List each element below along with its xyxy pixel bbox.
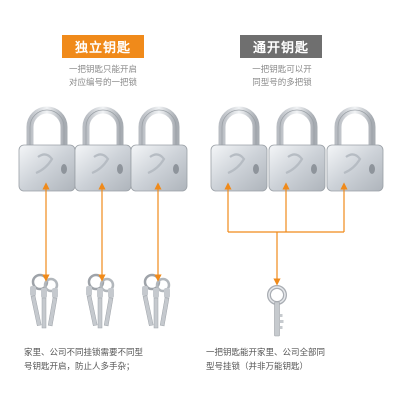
key-bundle-icon (20, 272, 68, 332)
desc-line-1: 一把钥匙只能开启 (68, 65, 137, 75)
padlock-icon (72, 105, 134, 195)
universal-key-badge: 通开钥匙 (240, 35, 322, 58)
padlock-icon (16, 105, 78, 195)
desc-line-1: 一把钥匙可以开 (252, 65, 312, 75)
independent-key-badge: 独立钥匙 (62, 35, 144, 58)
key-bundle-icon (76, 272, 124, 332)
padlock-icon (266, 105, 328, 195)
single-key-icon (262, 284, 292, 340)
caption-line-1: 一把钥匙能开家里、公司全部同 (206, 348, 326, 358)
key-bundle-icon (132, 272, 180, 332)
caption-line-2: 型号挂锁（并非万能钥匙） (206, 362, 309, 372)
desc-line-2: 同型号的多把锁 (252, 78, 312, 88)
universal-key-panel: 通开钥匙 一把钥匙可以开 同型号的多把锁 一把钥匙能开家里、公司全部同 型号挂锁… (200, 0, 400, 400)
caption-line-2: 号钥匙开启，防止人多手杂； (24, 362, 135, 372)
desc-line-2: 对应编号的一把锁 (68, 78, 137, 88)
independent-key-caption: 家里、公司不同挂锁需要不同型 号钥匙开启，防止人多手杂； (24, 346, 184, 374)
padlock-icon (208, 105, 270, 195)
universal-key-description: 一把钥匙可以开 同型号的多把锁 (182, 64, 382, 90)
independent-key-description: 一把钥匙只能开启 对应编号的一把锁 (3, 64, 203, 90)
padlock-icon (128, 105, 190, 195)
universal-key-caption: 一把钥匙能开家里、公司全部同 型号挂锁（并非万能钥匙） (206, 346, 356, 374)
caption-line-1: 家里、公司不同挂锁需要不同型 (24, 348, 144, 358)
independent-key-panel: 独立钥匙 一把钥匙只能开启 对应编号的一把锁 家里、公司不同挂锁需要不同型 号钥… (0, 35, 203, 374)
padlock-icon (324, 105, 386, 195)
